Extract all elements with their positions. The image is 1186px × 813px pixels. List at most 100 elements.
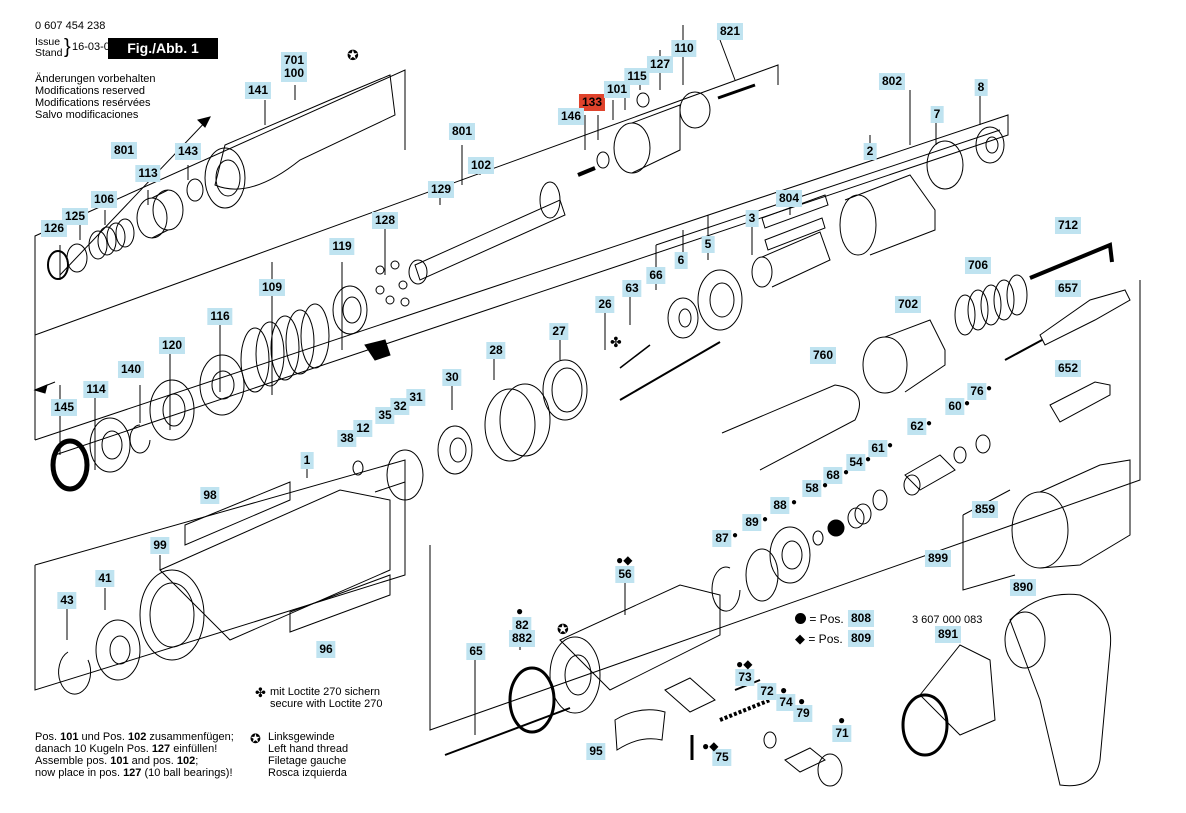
part-label: 114 bbox=[83, 381, 109, 398]
part-label: 760 bbox=[809, 347, 837, 364]
circle-mark: ● bbox=[780, 683, 788, 697]
club-symbol-icon: ✤ bbox=[610, 335, 622, 351]
assembly-note-line: Pos. 101 und Pos. 102 zusammenfügen; bbox=[35, 731, 234, 743]
part-label: 129 bbox=[427, 181, 455, 198]
part-label: 891 bbox=[934, 626, 962, 643]
part-label: 60 bbox=[945, 398, 965, 415]
part-label: 701 bbox=[280, 52, 308, 69]
part-label: 141 bbox=[244, 82, 272, 99]
part-label: 101 bbox=[603, 81, 631, 98]
part-label: 2 bbox=[863, 143, 877, 160]
circle-mark: ● bbox=[843, 467, 850, 478]
circle-mark: ● bbox=[516, 604, 524, 618]
star-symbol-icon: ✪ bbox=[347, 48, 359, 64]
part-label: 65 bbox=[466, 643, 486, 660]
part-label: 99 bbox=[150, 537, 170, 554]
circle-mark: ● bbox=[822, 480, 829, 491]
part-label: 32 bbox=[390, 398, 410, 415]
part-label: 58 bbox=[802, 480, 822, 497]
reference-number: 3 607 000 083 bbox=[912, 614, 983, 626]
part-label: 75 bbox=[712, 749, 732, 766]
figure-title: Fig./Abb. 1 bbox=[108, 38, 218, 59]
part-label: 706 bbox=[964, 257, 992, 274]
part-label: 113 bbox=[135, 165, 161, 182]
changes-notice-line: Modifications reserved bbox=[35, 85, 146, 97]
legend-diamond-row: ◆ = Pos. bbox=[795, 632, 843, 645]
part-label: 127 bbox=[646, 56, 674, 73]
assembly-note: Pos. 101 und Pos. 102 zusammenfügen; dan… bbox=[35, 731, 234, 779]
part-label: 712 bbox=[1054, 217, 1082, 234]
circle-mark: ● bbox=[926, 418, 933, 429]
part-label: 100 bbox=[280, 65, 308, 82]
part-label: 120 bbox=[158, 337, 186, 354]
part-label: 61 bbox=[868, 440, 888, 457]
part-label: 8 bbox=[974, 79, 988, 96]
part-label: 882 bbox=[508, 630, 536, 647]
stand-label: Stand bbox=[35, 47, 63, 59]
changes-notice-line: Modifications resérvées bbox=[35, 97, 151, 109]
part-label: 140 bbox=[117, 361, 145, 378]
part-label: 82 bbox=[512, 617, 532, 634]
circle-mark: ● bbox=[865, 454, 872, 465]
frame-housing bbox=[34, 459, 406, 691]
part-label: 146 bbox=[557, 108, 585, 125]
left-hand-thread-line: Linksgewinde bbox=[268, 731, 335, 743]
part-label: 62 bbox=[907, 418, 927, 435]
circle-diamond-marks: ●◆ bbox=[616, 553, 633, 567]
part-label: 890 bbox=[1009, 579, 1037, 596]
filled-circle-icon bbox=[795, 613, 806, 624]
part-label: 71 bbox=[832, 725, 852, 742]
star-symbol-icon: ✪ bbox=[250, 732, 261, 747]
part-label: 657 bbox=[1054, 280, 1082, 297]
legend-circle-row: = Pos. bbox=[795, 613, 844, 625]
part-label: 1 bbox=[300, 452, 314, 469]
part-label: 109 bbox=[258, 279, 286, 296]
part-label: 6 bbox=[674, 252, 688, 269]
changes-notice-line: Salvo modificaciones bbox=[35, 109, 139, 121]
part-label: 119 bbox=[329, 238, 355, 255]
part-label: 95 bbox=[586, 743, 606, 760]
changes-notice: Änderungen vorbehalten Modifications res… bbox=[35, 73, 155, 121]
part-label: 89 bbox=[742, 514, 762, 531]
left-hand-thread-line: Rosca izquierda bbox=[268, 767, 347, 779]
part-label: 12 bbox=[353, 420, 373, 437]
club-symbol-icon: ✤ bbox=[255, 686, 266, 701]
part-label: 26 bbox=[595, 296, 615, 313]
part-label: 41 bbox=[95, 570, 115, 587]
changes-notice-line: Änderungen vorbehalten bbox=[35, 73, 156, 85]
assembly-note-line: now place in pos. 127 (10 ball bearings)… bbox=[35, 767, 233, 779]
part-label: 35 bbox=[375, 407, 395, 424]
part-label: 38 bbox=[337, 430, 357, 447]
part-label: 28 bbox=[486, 342, 506, 359]
circle-mark: ● bbox=[964, 398, 971, 409]
part-label: 88 bbox=[770, 497, 790, 514]
part-label: 79 bbox=[793, 705, 813, 722]
loctite-note-line: secure with Loctite 270 bbox=[270, 698, 383, 710]
part-label: 125 bbox=[61, 208, 89, 225]
part-label: 702 bbox=[894, 296, 922, 313]
part-label: 43 bbox=[57, 592, 77, 609]
doc-number: 0 607 454 238 bbox=[35, 20, 106, 32]
part-label: 5 bbox=[701, 236, 715, 253]
part-label: 802 bbox=[878, 73, 906, 90]
part-label: 102 bbox=[467, 157, 495, 174]
left-hand-thread-line: Filetage gauche bbox=[268, 755, 347, 767]
part-label: 652 bbox=[1054, 360, 1082, 377]
part-label-highlighted: 133 bbox=[578, 94, 606, 111]
circle-diamond-marks: ●◆ bbox=[736, 657, 753, 671]
legend-circle-value: 808 bbox=[847, 610, 875, 627]
part-label: 31 bbox=[406, 389, 426, 406]
assembly-note-line: Assemble pos. 101 and pos. 102; bbox=[35, 755, 199, 767]
part-label: 3 bbox=[745, 210, 759, 227]
star-symbol-icon: ✪ bbox=[557, 622, 569, 638]
part-label: 56 bbox=[615, 566, 635, 583]
legend-circle-label: = Pos. bbox=[809, 612, 844, 626]
part-label: 27 bbox=[549, 323, 569, 340]
circle-mark: ● bbox=[887, 440, 894, 451]
circle-mark: ● bbox=[986, 383, 993, 394]
part-label: 801 bbox=[110, 142, 138, 159]
part-label: 54 bbox=[846, 454, 866, 471]
circle-mark: ● bbox=[762, 514, 769, 525]
issue-label: Issue bbox=[35, 36, 61, 48]
